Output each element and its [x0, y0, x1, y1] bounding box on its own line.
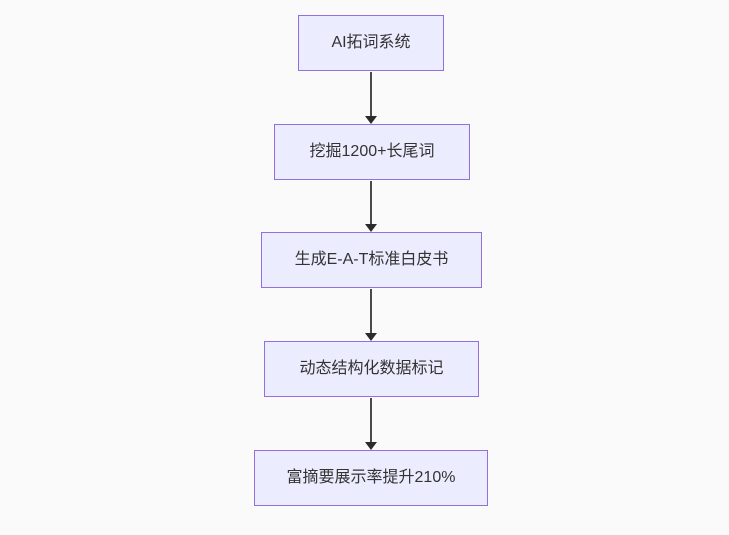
flow-edge-line-4 — [370, 398, 372, 442]
flow-edge-line-3 — [370, 289, 372, 333]
flow-edge-line-1 — [370, 72, 372, 116]
flow-node-longtail-mining: 挖掘1200+长尾词 — [274, 124, 470, 180]
flow-node-structured-data-markup: 动态结构化数据标记 — [264, 341, 479, 397]
arrow-down-icon — [365, 333, 377, 341]
flow-node-eat-whitepaper: 生成E-A-T标准白皮书 — [261, 232, 482, 288]
arrow-down-icon — [365, 224, 377, 232]
flow-node-label: 生成E-A-T标准白皮书 — [294, 251, 449, 268]
flow-node-label: 动态结构化数据标记 — [299, 360, 444, 377]
arrow-down-icon — [365, 442, 377, 450]
flow-edge-line-2 — [370, 181, 372, 224]
flow-node-label: 挖掘1200+长尾词 — [309, 143, 435, 160]
arrow-down-icon — [365, 116, 377, 124]
flow-node-label: AI拓词系统 — [331, 34, 411, 51]
flow-node-rich-snippet-result: 富摘要展示率提升210% — [254, 450, 488, 506]
flow-node-ai-keyword-system: AI拓词系统 — [298, 15, 444, 71]
flow-node-label: 富摘要展示率提升210% — [286, 469, 456, 486]
